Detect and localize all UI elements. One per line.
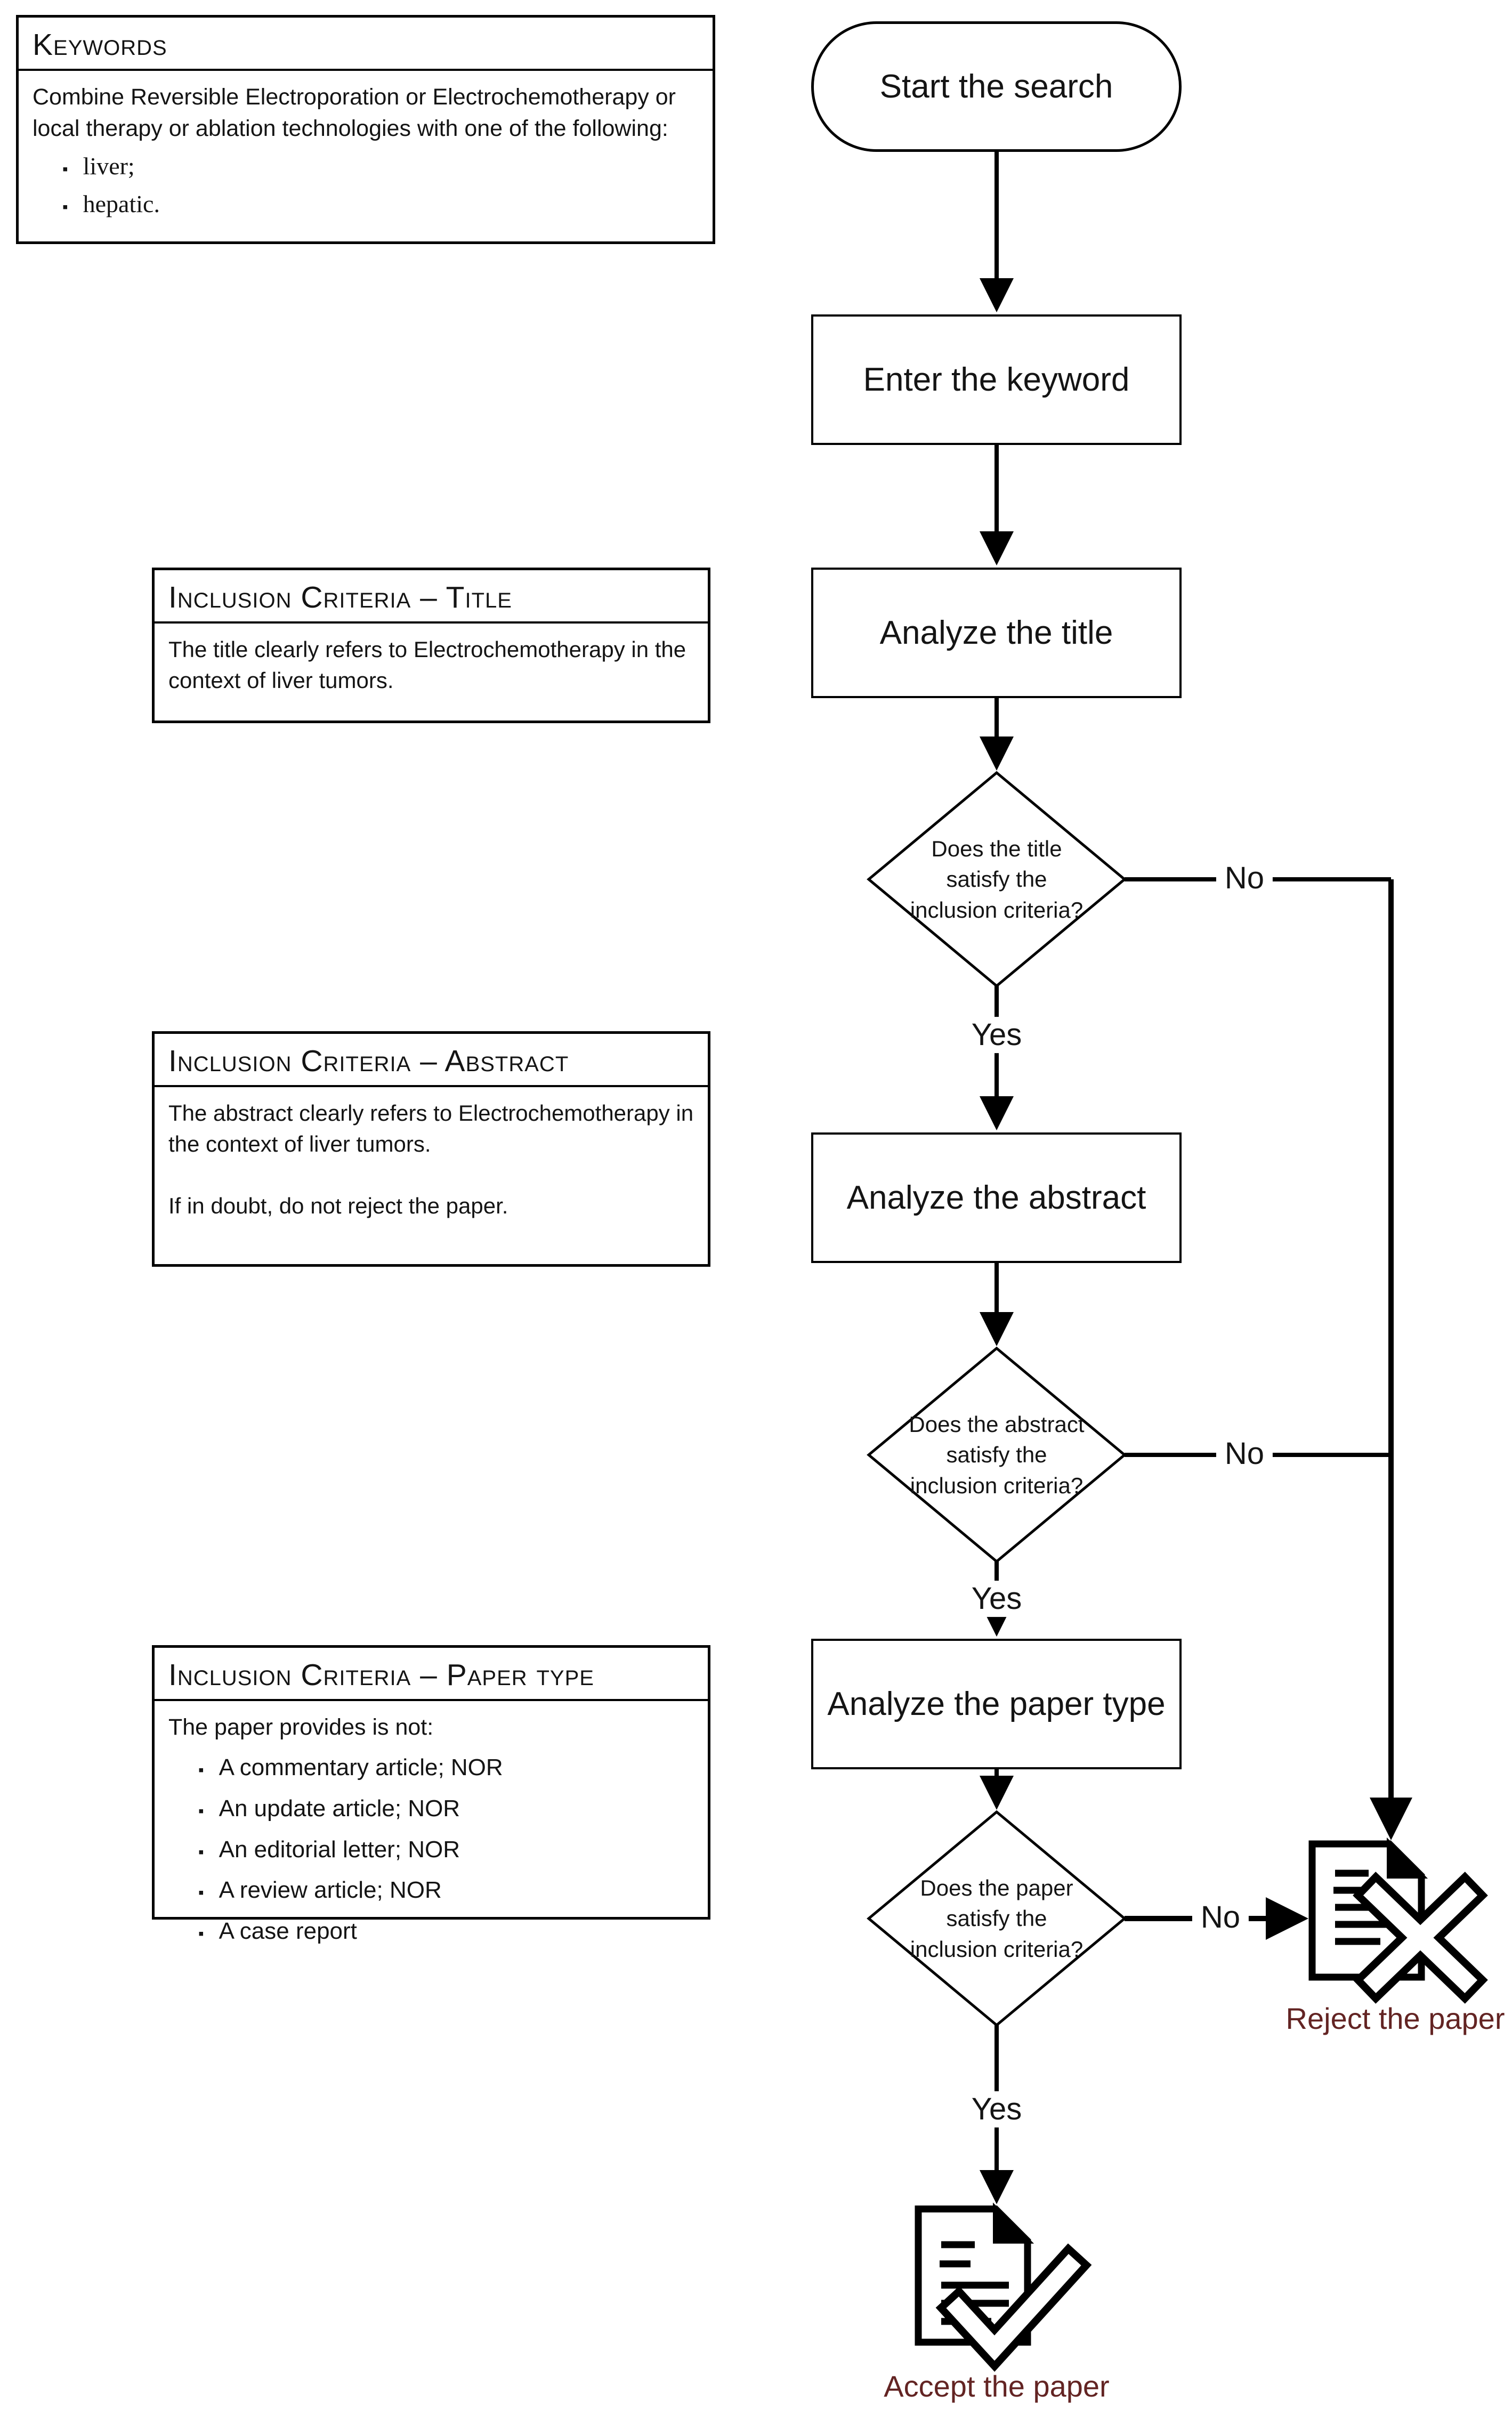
decision-line: satisfy the bbox=[946, 867, 1047, 892]
criteria-papertype-body: The paper provides is not: ▪ A commentar… bbox=[155, 1701, 708, 1958]
process-enter-keyword: Enter the keyword bbox=[811, 314, 1182, 445]
bullet-square-icon: ▪ bbox=[62, 198, 68, 216]
list-item: ▪ hepatic. bbox=[33, 187, 699, 221]
decision-2-label: Does the abstract satisfy the inclusion … bbox=[874, 1404, 1119, 1506]
decision-1-diamond bbox=[867, 771, 1127, 988]
papertype-bullet-label: An editorial letter; NOR bbox=[219, 1836, 460, 1863]
decision-3-diamond bbox=[867, 1810, 1127, 2027]
list-item: ▪ liver; bbox=[33, 149, 699, 183]
process-analyze-papertype: Analyze the paper type bbox=[811, 1639, 1182, 1769]
decision-line: Does the abstract bbox=[909, 1412, 1085, 1437]
bullet-square-icon: ▪ bbox=[198, 1761, 204, 1779]
criteria-title-panel: Inclusion Criteria – Title The title cle… bbox=[152, 568, 710, 723]
edge-label-no-2: No bbox=[1216, 1436, 1273, 1472]
criteria-abstract-text: The abstract clearly refers to Electroch… bbox=[168, 1100, 694, 1156]
criteria-abstract-header: Inclusion Criteria – Abstract bbox=[155, 1034, 708, 1087]
papertype-bullet-label: An update article; NOR bbox=[219, 1795, 460, 1822]
bullet-square-icon: ▪ bbox=[198, 1802, 204, 1820]
list-item: ▪ A review article; NOR bbox=[168, 1874, 694, 1907]
decision-line: inclusion criteria? bbox=[910, 1936, 1084, 1962]
criteria-papertype-panel: Inclusion Criteria – Paper type The pape… bbox=[152, 1645, 710, 1944]
papertype-bullet-label: A commentary article; NOR bbox=[219, 1754, 503, 1781]
edge-label-yes-3: Yes bbox=[963, 2091, 1031, 2127]
decision-line: Does the paper bbox=[920, 1875, 1073, 1901]
criteria-title-body: The title clearly refers to Electrochemo… bbox=[168, 637, 686, 693]
criteria-title-header: Inclusion Criteria – Title bbox=[155, 570, 708, 624]
list-item: ▪ A case report bbox=[168, 1915, 694, 1948]
edge-label-no-3: No bbox=[1192, 1899, 1249, 1936]
bullet-square-icon: ▪ bbox=[198, 1843, 204, 1861]
process-label: Enter the keyword bbox=[863, 361, 1130, 398]
criteria-abstract-note: If in doubt, do not reject the paper. bbox=[168, 1193, 508, 1218]
document-check-icon bbox=[915, 2202, 1092, 2372]
bullet-square-icon: ▪ bbox=[198, 1925, 204, 1943]
edge-label-no-1: No bbox=[1216, 860, 1273, 896]
criteria-papertype-intro: The paper provides is not: bbox=[168, 1714, 434, 1740]
edge-label-yes-2: Yes bbox=[963, 1581, 1031, 1617]
start-label: Start the search bbox=[879, 68, 1113, 105]
process-label: Analyze the title bbox=[879, 614, 1113, 651]
keywords-panel-header: Keywords bbox=[19, 18, 713, 71]
edge-label-yes-1: Yes bbox=[963, 1017, 1031, 1053]
list-item: ▪ An editorial letter; NOR bbox=[168, 1834, 694, 1866]
decision-1-label: Does the title satisfy the inclusion cri… bbox=[874, 829, 1119, 930]
process-label: Analyze the abstract bbox=[846, 1179, 1146, 1216]
reject-outcome-label: Reject the paper bbox=[1285, 2002, 1505, 2035]
papertype-bullet-label: A review article; NOR bbox=[219, 1877, 442, 1904]
bullet-square-icon: ▪ bbox=[198, 1884, 204, 1902]
decision-line: inclusion criteria? bbox=[910, 1472, 1084, 1498]
decision-2-diamond bbox=[867, 1346, 1127, 1564]
decision-line: satisfy the bbox=[946, 1442, 1047, 1468]
document-x-icon bbox=[1308, 1837, 1488, 2004]
bullet-square-icon: ▪ bbox=[62, 160, 68, 178]
keyword-bullet-label: hepatic. bbox=[83, 190, 160, 218]
keyword-bullet-label: liver; bbox=[83, 152, 135, 180]
criteria-abstract-panel: Inclusion Criteria – Abstract The abstra… bbox=[152, 1031, 710, 1267]
decision-3-label: Does the paper satisfy the inclusion cri… bbox=[874, 1868, 1119, 1969]
process-label: Analyze the paper type bbox=[827, 1685, 1166, 1722]
keywords-panel-body: Combine Reversible Electroporation or El… bbox=[19, 71, 713, 241]
decision-line: satisfy the bbox=[946, 1906, 1047, 1931]
list-item: ▪ A commentary article; NOR bbox=[168, 1752, 694, 1784]
decision-line: inclusion criteria? bbox=[910, 897, 1084, 922]
keywords-panel: Keywords Combine Reversible Electroporat… bbox=[16, 15, 715, 244]
process-analyze-abstract: Analyze the abstract bbox=[811, 1132, 1182, 1263]
criteria-papertype-header: Inclusion Criteria – Paper type bbox=[155, 1648, 708, 1701]
criteria-abstract-body: The abstract clearly refers to Electroch… bbox=[155, 1087, 708, 1264]
start-terminator: Start the search bbox=[811, 21, 1182, 152]
list-item: ▪ An update article; NOR bbox=[168, 1793, 694, 1825]
decision-line: Does the title bbox=[931, 836, 1062, 862]
accept-outcome-label: Accept the paper bbox=[884, 2369, 1110, 2403]
keywords-text: Combine Reversible Electroporation or El… bbox=[33, 84, 676, 142]
process-analyze-title: Analyze the title bbox=[811, 568, 1182, 698]
papertype-bullet-label: A case report bbox=[219, 1918, 357, 1945]
